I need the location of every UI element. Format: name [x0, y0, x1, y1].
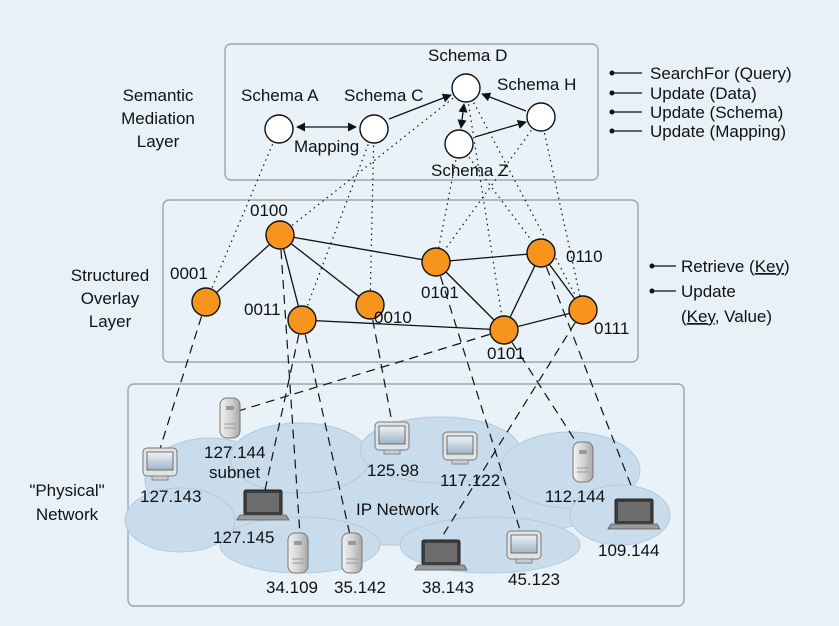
overlay-layer-panel: [162, 199, 639, 363]
tower-pc-icon: [572, 441, 594, 483]
overlay-layer-label-1: Structured: [71, 266, 149, 285]
semantic-layer-label-1: Semantic: [123, 86, 194, 105]
overlay-node-0001: [191, 287, 221, 317]
host-label-35-142: 35.142: [334, 578, 386, 597]
overlay-node-0010: [355, 290, 385, 320]
laptop-icon: [236, 489, 290, 521]
overlay-to-host-links: [157, 234, 633, 541]
schema-mapping-arrows: [296, 92, 527, 138]
physical-layer-label-2: Network: [36, 505, 99, 524]
overlay-node-0101-lower: [489, 315, 519, 345]
node-label-0101-upper: 0101: [421, 283, 459, 302]
host-label-34-109: 34.109: [266, 578, 318, 597]
overlay-layer-label-2: Overlay: [81, 289, 140, 308]
overlay-node-0110: [526, 238, 556, 268]
subnet-label: subnet: [209, 463, 260, 482]
overlay-node-0100: [265, 220, 295, 250]
op-searchfor: SearchFor (Query): [650, 64, 792, 83]
host-label-125-98: 125.98: [367, 461, 419, 480]
overlay-node-0101-upper: [421, 247, 451, 277]
ip-network-label: IP Network: [356, 500, 439, 519]
schema-z-label: Schema Z: [431, 161, 508, 180]
schema-c-label: Schema C: [344, 86, 423, 105]
overlay-node-0111: [568, 295, 598, 325]
schema-d-node: [451, 73, 481, 103]
schema-to-overlay-links: [205, 87, 584, 331]
schema-a-node: [264, 114, 294, 144]
host-label-127-143: 127.143: [140, 487, 201, 506]
monitor-icon: [442, 431, 478, 465]
semantic-layer-panel: [224, 43, 599, 181]
tower-pc-icon: [287, 532, 309, 574]
host-label-117-122: 117.122: [440, 471, 500, 490]
tower-pc-icon: [219, 397, 241, 439]
overlay-node-0011: [287, 305, 317, 335]
host-label-38-143: 38.143: [422, 578, 474, 597]
semantic-layer-label-3: Layer: [137, 132, 180, 151]
host-label-112-144: 112.144: [545, 487, 605, 506]
semantic-layer-label-2: Mediation: [121, 109, 195, 128]
host-label-127-145: 127.145: [213, 528, 274, 547]
node-label-0101-lower: 0101: [487, 344, 525, 363]
schema-d-label: Schema D: [428, 46, 507, 65]
monitor-icon: [506, 530, 542, 564]
node-label-0110: 0110: [566, 247, 603, 266]
tower-pc-icon: [341, 532, 363, 574]
op-update-data: Update (Data): [650, 84, 757, 103]
node-label-0011: 0011: [244, 300, 281, 319]
schema-a-label: Schema A: [241, 86, 319, 105]
schema-z-node: [444, 129, 474, 159]
host-label-109-144: 109.144: [598, 541, 659, 560]
node-label-0100: 0100: [250, 201, 288, 220]
monitor-icon: [374, 421, 410, 455]
host-label-45-123: 45.123: [508, 570, 560, 589]
schema-h-node: [526, 102, 556, 132]
op-retrieve: Retrieve (Key): [681, 257, 790, 276]
semantic-op-bullets: [612, 72, 642, 132]
physical-layer-label-1: "Physical": [29, 481, 104, 500]
node-label-0010: 0010: [374, 308, 412, 327]
op-update-key-value: (Key, Value): [681, 307, 772, 326]
node-label-0001: 0001: [170, 264, 208, 283]
op-update: Update: [681, 282, 736, 301]
laptop-icon: [607, 498, 661, 530]
schema-c-node: [359, 114, 389, 144]
mapping-label: Mapping: [294, 137, 359, 156]
overlay-op-bullets: [652, 265, 676, 292]
host-label-127-144: 127.144: [204, 443, 265, 462]
overlay-layer-label-3: Layer: [89, 312, 132, 331]
node-label-0111: 0111: [594, 319, 629, 338]
schema-h-label: Schema H: [497, 75, 576, 94]
laptop-icon: [414, 539, 468, 571]
op-update-mapping: Update (Mapping): [650, 122, 786, 141]
monitor-icon: [142, 447, 178, 481]
op-update-schema: Update (Schema): [650, 103, 783, 122]
